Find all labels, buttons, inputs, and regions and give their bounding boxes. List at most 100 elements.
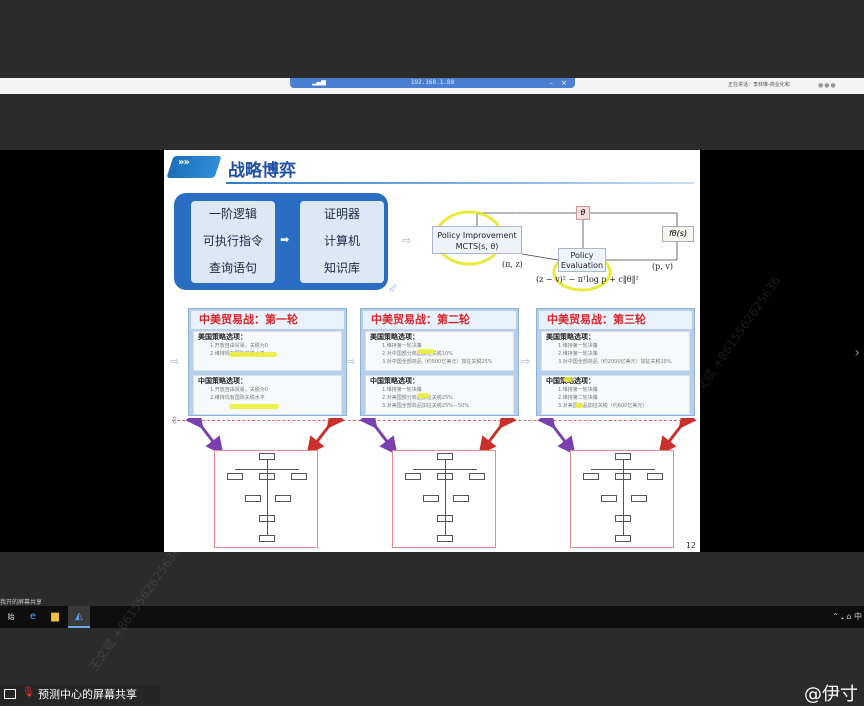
mcts-label: MCTS(s, θ) — [455, 242, 499, 251]
slide: »» 战略博弈 一阶逻辑 可执行指令 查询语句 ➡ 证明器 计算机 知识库 ⇨ … — [164, 150, 700, 552]
round-card-3: 中美贸易战：第三轮 美国策略选项： 1.维持第一轮决策 2.维持第一轮决策 3.… — [536, 308, 695, 416]
connector-arrows — [185, 418, 697, 456]
diagram-node — [437, 453, 453, 460]
cn-option: 1.维持第一轮决策 — [382, 387, 422, 393]
us-option: 2.对中国部分商品加征关税10% — [382, 351, 453, 357]
mic-muted-icon[interactable]: 🎙 — [22, 687, 35, 698]
dashed-divider — [172, 420, 692, 421]
diagram-node — [631, 495, 647, 502]
round-title: 中美贸易战：第三轮 — [539, 311, 692, 329]
diagram-node — [437, 535, 453, 542]
diagram-node — [615, 535, 631, 542]
term-computer: 计算机 — [323, 234, 360, 248]
term-knowledge-base: 知识库 — [323, 261, 360, 275]
cn-option: 1.开放自由贸易，关税为0 — [210, 387, 268, 393]
page-number: 12 — [685, 541, 696, 550]
cn-options: 中国策略选项： 1.开放自由贸易，关税为0 2.维持现有国际关税水平 — [193, 375, 342, 415]
file-explorer-icon[interactable]: ▆ — [51, 611, 59, 622]
us-option: 3.对中国全部商品（约500亿美元）加征关税25% — [382, 359, 493, 365]
watermark-handle: @伊寸 — [804, 684, 858, 705]
us-options-title: 美国策略选项： — [546, 333, 595, 341]
signal-icon: ▂▄▆ — [312, 79, 326, 86]
policy-improvement-box: Policy Improvement MCTS(s, θ) — [432, 226, 522, 254]
us-option: 1.维持第一轮决策 — [558, 343, 598, 349]
cn-option: 2.对美国部分商品加征关税25% — [382, 395, 453, 401]
annotation-highlight — [417, 393, 429, 398]
right-arrow-icon: ➡ — [280, 233, 290, 246]
diagram-node — [583, 473, 599, 480]
annotation-highlight — [563, 377, 573, 382]
term-executable-instruction: 可执行指令 — [202, 234, 263, 248]
round-card-2: 中美贸易战：第二轮 美国策略选项： 1.维持第一轮决策 2.对中国部分商品加征关… — [360, 308, 519, 416]
share-toolbar: ▂▄▆ 192.168.1.88 – × 正在讲话：李林琳-商业化和 ●●● — [0, 78, 864, 94]
annotation-highlight — [575, 403, 583, 408]
hollow-right-arrow-icon: ⇨ — [521, 355, 531, 368]
diagram-node — [469, 473, 485, 480]
cn-options: 中国策略选项： 1.维持第一轮决策 2.对美国部分商品加征关税25% 3.对美国… — [365, 375, 514, 415]
cn-option: 2.维持现有国际关税水平 — [210, 395, 265, 401]
share-window-label: 我开的屏幕共享 — [0, 599, 43, 606]
hollow-right-arrow-icon: ⇨ — [402, 234, 412, 247]
cn-options-title: 中国策略选项： — [198, 377, 247, 385]
us-option: 1.开放自由贸易，关税为0 — [210, 343, 268, 349]
round-title: 中美贸易战：第一轮 — [191, 311, 344, 329]
minimize-button[interactable]: – — [549, 79, 554, 87]
cn-options-title: 中国策略选项： — [370, 377, 419, 385]
term-query: 查询语句 — [208, 261, 257, 275]
annotation-highlight — [417, 349, 435, 354]
round-title: 中美贸易战：第二轮 — [363, 311, 516, 329]
us-option: 1.维持第一轮决策 — [382, 343, 422, 349]
remote-ip: 192.168.1.88 — [410, 79, 455, 86]
presentation-stage: »» 战略博弈 一阶逻辑 可执行指令 查询语句 ➡ 证明器 计算机 知识库 ⇨ … — [0, 150, 864, 552]
cn-option: 3.对美国商品加征关税（约600亿美元） — [558, 403, 648, 409]
input-terms: 一阶逻辑 可执行指令 查询语句 — [191, 201, 275, 283]
diagram-node — [615, 453, 631, 460]
game-diagram-1 — [214, 450, 318, 548]
evaluation-label: Evaluation — [560, 261, 604, 270]
diagram-node — [259, 535, 275, 542]
game-diagram-3 — [570, 450, 674, 548]
chevron-icon: »» — [178, 157, 190, 168]
screen-share-icon — [4, 689, 16, 699]
diagram-edge — [413, 469, 477, 470]
pi-z-label: (π, z) — [502, 260, 523, 269]
more-icon[interactable]: ●●● — [818, 82, 837, 89]
ie-browser-icon[interactable]: e — [29, 611, 37, 622]
share-status-text: 预测中心的屏幕共享 — [38, 688, 137, 701]
remote-taskbar: 始 e ▆ ◭ ⌃ 𝅘 ⌂ 中 — [0, 606, 864, 628]
us-options-title: 美国策略选项： — [198, 333, 247, 341]
term-prover: 证明器 — [323, 207, 360, 221]
annotation-highlight — [229, 352, 277, 357]
diagram-edge — [591, 469, 655, 470]
policy-label: Policy — [570, 251, 594, 260]
diagram-node — [259, 453, 275, 460]
system-tray[interactable]: ⌃ 𝅘 ⌂ 中 — [832, 612, 862, 621]
diagram-node — [245, 495, 261, 502]
p-v-label: (p, v) — [652, 262, 673, 271]
hollow-right-arrow-icon: ⇨ — [170, 355, 180, 368]
close-button[interactable]: × — [561, 79, 567, 87]
diagram-node — [601, 495, 617, 502]
diagram-node — [453, 495, 469, 502]
diagram-node — [647, 473, 663, 480]
diagram-edge — [623, 460, 624, 536]
diagram-node — [227, 473, 243, 480]
share-status-footer: 🎙 预测中心的屏幕共享 — [0, 685, 160, 705]
term-first-order-logic: 一阶逻辑 — [208, 207, 257, 221]
us-options: 美国策略选项： 1.维持第一轮决策 2.对中国部分商品加征关税10% 3.对中国… — [365, 331, 514, 371]
speaking-indicator: 正在讲话：李林琳-商业化和 — [728, 82, 790, 88]
next-page-icon[interactable]: › — [854, 345, 860, 361]
us-option: 3.对中国全部商品（约2000亿美元）加征关税10% — [558, 359, 672, 365]
start-button[interactable]: 始 — [7, 613, 15, 621]
diagram-edge — [267, 460, 268, 536]
output-terms: 证明器 计算机 知识库 — [300, 201, 384, 283]
slideshow-app-icon[interactable]: ◭ — [68, 606, 90, 628]
cn-option: 2.维持第二轮决策 — [558, 395, 598, 401]
cn-option: 1.维持第一轮决策 — [558, 387, 598, 393]
hollow-right-arrow-icon: ⇨ — [346, 355, 356, 368]
theta-box: θ — [576, 206, 590, 220]
diagram-node — [423, 495, 439, 502]
remote-control-pill[interactable]: ▂▄▆ 192.168.1.88 – × — [290, 78, 575, 88]
slide-title: 战略博弈 — [228, 161, 296, 181]
